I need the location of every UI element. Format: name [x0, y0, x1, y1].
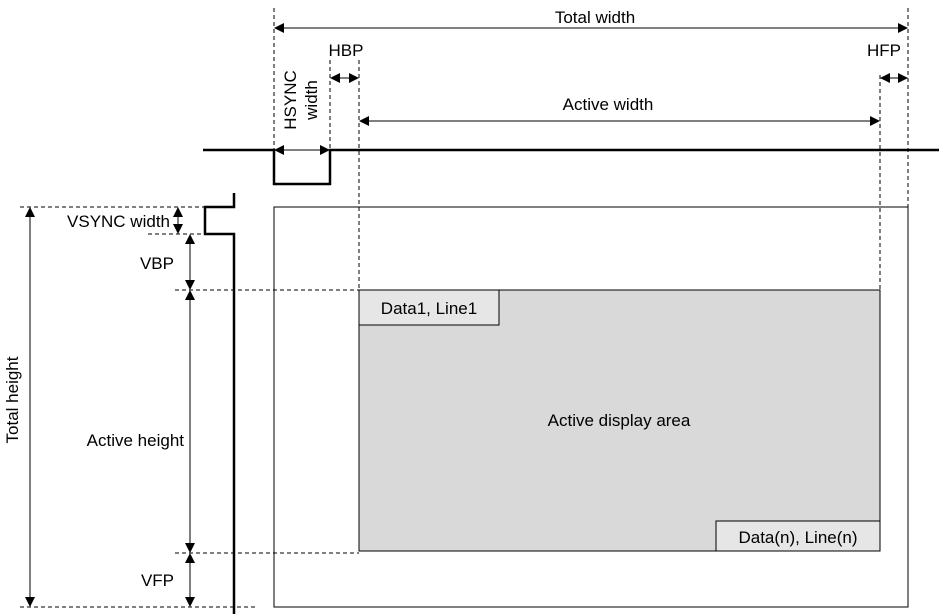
active-width-label: Active width	[563, 95, 654, 114]
active-display-area	[358, 289, 881, 552]
vertical-timing-guides	[20, 206, 359, 608]
total-height-label: Total height	[3, 356, 22, 443]
hsync-width-label-line1: HSYNC	[281, 70, 300, 130]
hsync-width-label-line2: width	[302, 80, 321, 121]
hbp-label: HBP	[329, 41, 364, 60]
active-area-label: Active display area	[548, 411, 691, 430]
first-pixel-box	[358, 289, 500, 326]
total-frame	[273, 206, 909, 608]
hfp-label: HFP	[867, 41, 901, 60]
first-pixel-label: Data1, Line1	[381, 299, 477, 318]
active-height-label: Active height	[87, 431, 185, 450]
vfp-label: VFP	[141, 571, 174, 590]
last-pixel-box	[715, 520, 881, 552]
vbp-label: VBP	[140, 254, 174, 273]
vsync-width-label: VSYNC width	[67, 212, 170, 231]
hsync-signal	[203, 148, 939, 186]
vsync-signal	[203, 193, 236, 614]
last-pixel-label: Data(n), Line(n)	[738, 528, 857, 547]
total-width-label: Total width	[555, 8, 635, 27]
